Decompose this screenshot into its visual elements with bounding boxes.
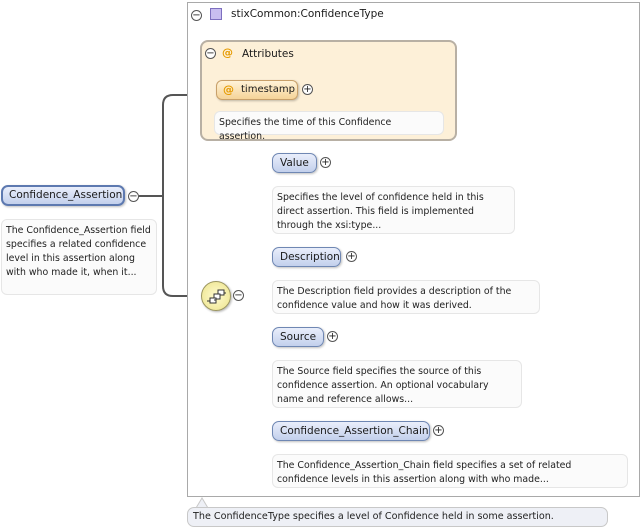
root-to-sequence-connector — [162, 196, 201, 297]
element-confidence-assertion-chain[interactable]: Confidence_Assertion_Chain — [272, 421, 430, 441]
source-expand-button[interactable]: + — [327, 331, 338, 342]
timestamp-expand-button[interactable]: + — [302, 84, 313, 95]
root-collapse-button[interactable]: − — [128, 191, 139, 202]
confidence-assertion-chain-expand-button[interactable]: + — [433, 425, 444, 436]
attribute-timestamp-label: timestamp — [241, 84, 295, 95]
attribute-at-icon: @ — [223, 83, 234, 96]
value-expand-button[interactable]: + — [320, 157, 331, 168]
element-description-doc: The Description field provides a descrip… — [272, 280, 540, 314]
attribute-timestamp-doc: Specifies the time of this Confidence as… — [214, 111, 444, 142]
root-element-confidence-assertion[interactable]: Confidence_Assertion — [1, 185, 125, 206]
element-source[interactable]: Source — [272, 327, 324, 347]
sequence-collapse-button[interactable]: − — [233, 290, 244, 301]
attributes-at-icon: @ — [222, 46, 233, 59]
attributes-title: Attributes — [242, 48, 294, 60]
root-to-attributes-connector — [139, 94, 216, 197]
element-description[interactable]: Description — [272, 247, 341, 267]
element-confidence-assertion-chain-doc: The Confidence_Assertion_Chain field spe… — [272, 454, 628, 488]
root-element-doc: The Confidence_Assertion field specifies… — [1, 219, 157, 295]
element-value-doc: Specifies the level of confidence held i… — [272, 186, 515, 234]
type-name: stixCommon:ConfidenceType — [231, 8, 384, 20]
attributes-collapse-button[interactable]: − — [205, 48, 216, 59]
element-source-doc: The Source field specifies the source of… — [272, 360, 522, 408]
type-collapse-button[interactable]: − — [191, 10, 202, 21]
type-doc-pointer — [195, 497, 209, 508]
complex-type-icon — [210, 8, 222, 20]
sequence-compositor-icon[interactable] — [201, 281, 231, 311]
element-value[interactable]: Value — [272, 153, 317, 173]
description-expand-button[interactable]: + — [346, 251, 357, 262]
attribute-timestamp[interactable] — [216, 80, 298, 100]
type-doc: The ConfidenceType specifies a level of … — [187, 507, 608, 527]
